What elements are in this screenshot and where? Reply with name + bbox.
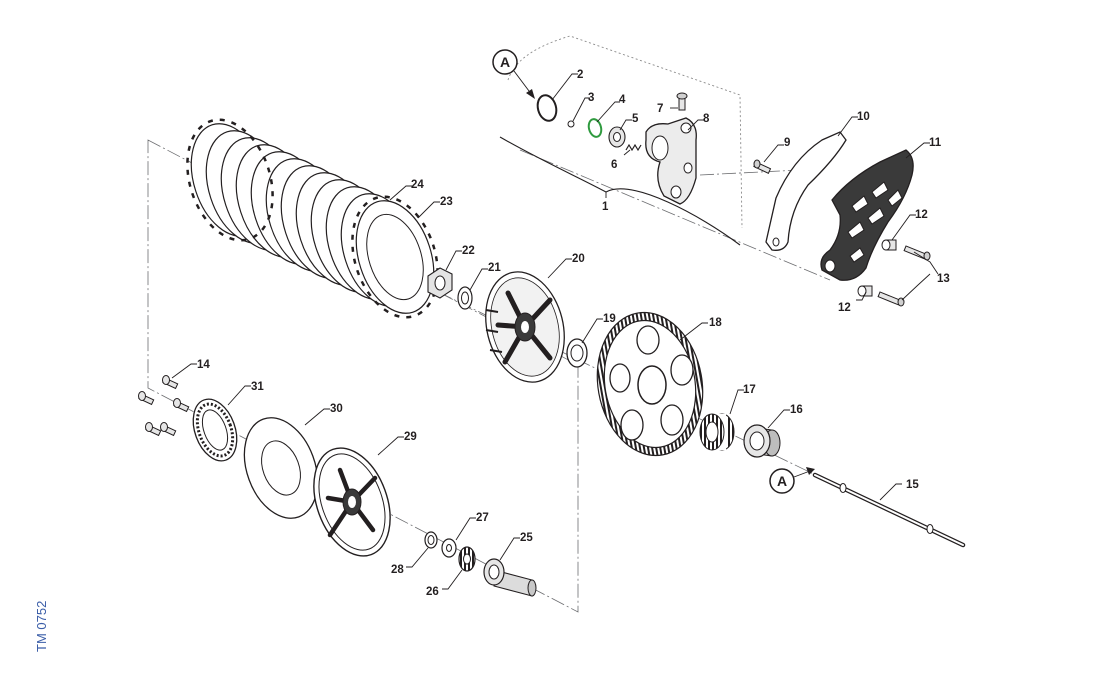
label-leaders — [171, 73, 939, 590]
detail-marker-a-bottom: A — [769, 467, 815, 494]
part-label-12-upper: 12 — [915, 209, 928, 221]
nut-22 — [427, 267, 453, 299]
part-label-15: 15 — [906, 479, 919, 491]
part-label-21: 21 — [488, 262, 501, 274]
part-label-4: 4 — [619, 94, 626, 106]
part-label-12-lower: 12 — [838, 302, 851, 314]
cover-11 — [820, 149, 914, 281]
part-label-14: 14 — [197, 359, 210, 371]
washer-28 — [424, 531, 438, 549]
part-label-22: 22 — [462, 245, 475, 257]
bushing-16 — [743, 424, 781, 458]
part-label-17: 17 — [743, 384, 756, 396]
bolts-14 — [138, 375, 190, 437]
detail-marker-a-bottom-label: A — [777, 473, 787, 489]
part-label-7: 7 — [657, 103, 663, 115]
part-label-31: 31 — [251, 381, 264, 393]
part-label-23: 23 — [440, 196, 453, 208]
part-label-20: 20 — [572, 253, 585, 265]
push-rod-15 — [812, 472, 966, 548]
washer-27 — [441, 538, 457, 558]
part-label-13: 13 — [937, 273, 950, 285]
assembly-bracket — [499, 136, 741, 246]
part-label-30: 30 — [330, 403, 343, 415]
detail-marker-a-top: A — [492, 49, 535, 99]
ball-3 — [567, 120, 575, 128]
thrust-washer-19 — [566, 338, 588, 368]
bearing-26 — [458, 546, 476, 572]
detail-marker-a-top-label: A — [500, 54, 510, 70]
part-number-labels: 1 2 3 4 5 6 7 8 9 10 11 12 12 13 14 15 1… — [197, 69, 950, 598]
drawing-reference-code: TM 0752 — [34, 600, 49, 652]
bolt-9 — [753, 159, 772, 174]
thrust-bearing-31 — [192, 398, 238, 462]
gasket-10 — [765, 131, 847, 251]
part-label-10: 10 — [857, 111, 870, 123]
sleeve-12-upper — [881, 239, 897, 251]
o-ring-2 — [536, 94, 558, 122]
needle-bearing-17 — [699, 413, 735, 451]
part-label-2: 2 — [577, 69, 583, 81]
slave-cylinder-housing-8 — [645, 117, 697, 205]
washer-21 — [457, 286, 473, 310]
part-label-11: 11 — [929, 137, 942, 149]
part-label-18: 18 — [709, 317, 722, 329]
pressure-plate-29 — [313, 447, 391, 557]
part-label-27: 27 — [476, 512, 489, 524]
sleeve-12-lower — [857, 285, 873, 297]
part-label-1: 1 — [602, 201, 609, 213]
part-label-29: 29 — [404, 431, 417, 443]
clutch-basket-18 — [596, 311, 704, 457]
part-label-3: 3 — [588, 92, 594, 104]
inner-hub-20 — [485, 271, 565, 383]
part-label-6: 6 — [611, 159, 617, 171]
part-label-16: 16 — [790, 404, 803, 416]
part-label-8: 8 — [703, 113, 710, 125]
part-label-25: 25 — [520, 532, 533, 544]
part-label-24: 24 — [411, 179, 424, 191]
release-shaft-25 — [483, 558, 537, 597]
friction-disc-30 — [243, 417, 319, 519]
part-label-26: 26 — [426, 586, 439, 598]
spring-6 — [625, 143, 642, 152]
clutch-plate-pack — [186, 118, 439, 319]
bleed-screw-7 — [676, 92, 688, 111]
piston-5 — [608, 126, 626, 148]
part-label-5: 5 — [632, 113, 639, 125]
part-label-19: 19 — [603, 313, 616, 325]
part-label-28: 28 — [391, 564, 404, 576]
part-label-9: 9 — [784, 137, 790, 149]
bolts-13 — [877, 245, 931, 307]
seal-ring-4 — [587, 118, 603, 138]
